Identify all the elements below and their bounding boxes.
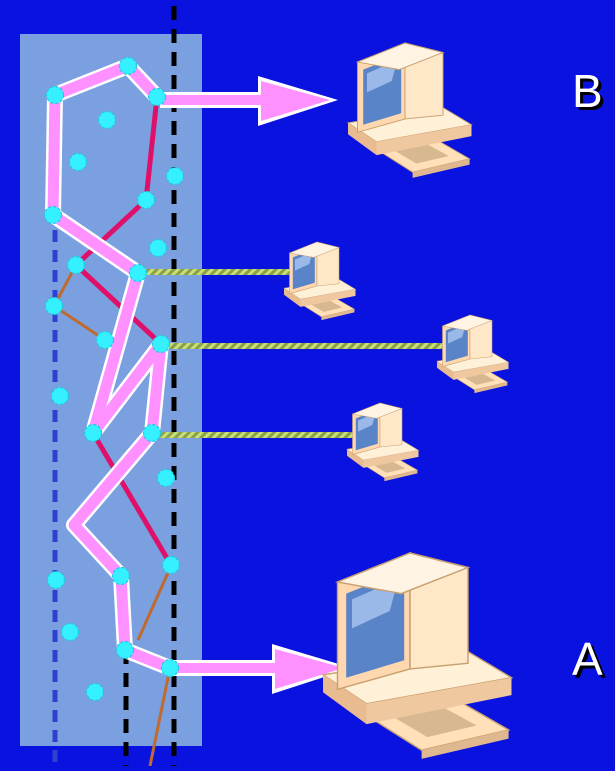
- computer-icon: [283, 241, 356, 321]
- router-node-icon: [128, 263, 148, 283]
- router-node-icon: [60, 622, 80, 642]
- router-node-icon: [45, 85, 65, 105]
- router-node-icon: [50, 386, 70, 406]
- computer-a: [322, 552, 513, 760]
- router-node-icon: [66, 255, 86, 275]
- router-node-icon: [118, 56, 138, 76]
- tap-line-1: [138, 269, 298, 275]
- computer-tap-3: [346, 402, 419, 482]
- arrow-to-a: [172, 644, 352, 694]
- router-node-icon: [165, 166, 185, 186]
- computer-icon: [347, 42, 472, 179]
- router-node-icon: [136, 190, 156, 210]
- router-node-icon: [43, 205, 63, 225]
- router-node-icon: [142, 423, 162, 443]
- endpoint-label-b: B: [572, 65, 603, 117]
- computer-icon: [322, 552, 513, 760]
- router-node-icon: [160, 658, 180, 678]
- computer-tap-2: [436, 314, 509, 394]
- router-node-icon: [95, 330, 115, 350]
- router-node-icon: [111, 566, 131, 586]
- router-node-icon: [156, 468, 176, 488]
- router-node-icon: [97, 110, 117, 130]
- router-node-icon: [151, 334, 171, 354]
- alternate-route: [73, 96, 174, 567]
- router-node-icon: [147, 87, 167, 107]
- router-node-icon: [46, 570, 66, 590]
- tap-line-3: [152, 432, 364, 438]
- router-node-icon: [85, 682, 105, 702]
- router-node-icon: [148, 238, 168, 258]
- computer-tap-1: [283, 241, 356, 321]
- router-node-icon: [44, 296, 64, 316]
- router-node-icon: [83, 423, 103, 443]
- computer-icon: [436, 314, 509, 394]
- endpoint-label-a: A: [572, 633, 603, 685]
- router-node-icon: [68, 152, 88, 172]
- tap-line-2: [161, 343, 451, 349]
- router-node-icon: [115, 640, 135, 660]
- arrow-to-b: [160, 76, 338, 126]
- computer-icon: [346, 402, 419, 482]
- computer-b: [347, 42, 472, 179]
- main-route: [45, 58, 178, 676]
- router-node-icon: [161, 555, 181, 575]
